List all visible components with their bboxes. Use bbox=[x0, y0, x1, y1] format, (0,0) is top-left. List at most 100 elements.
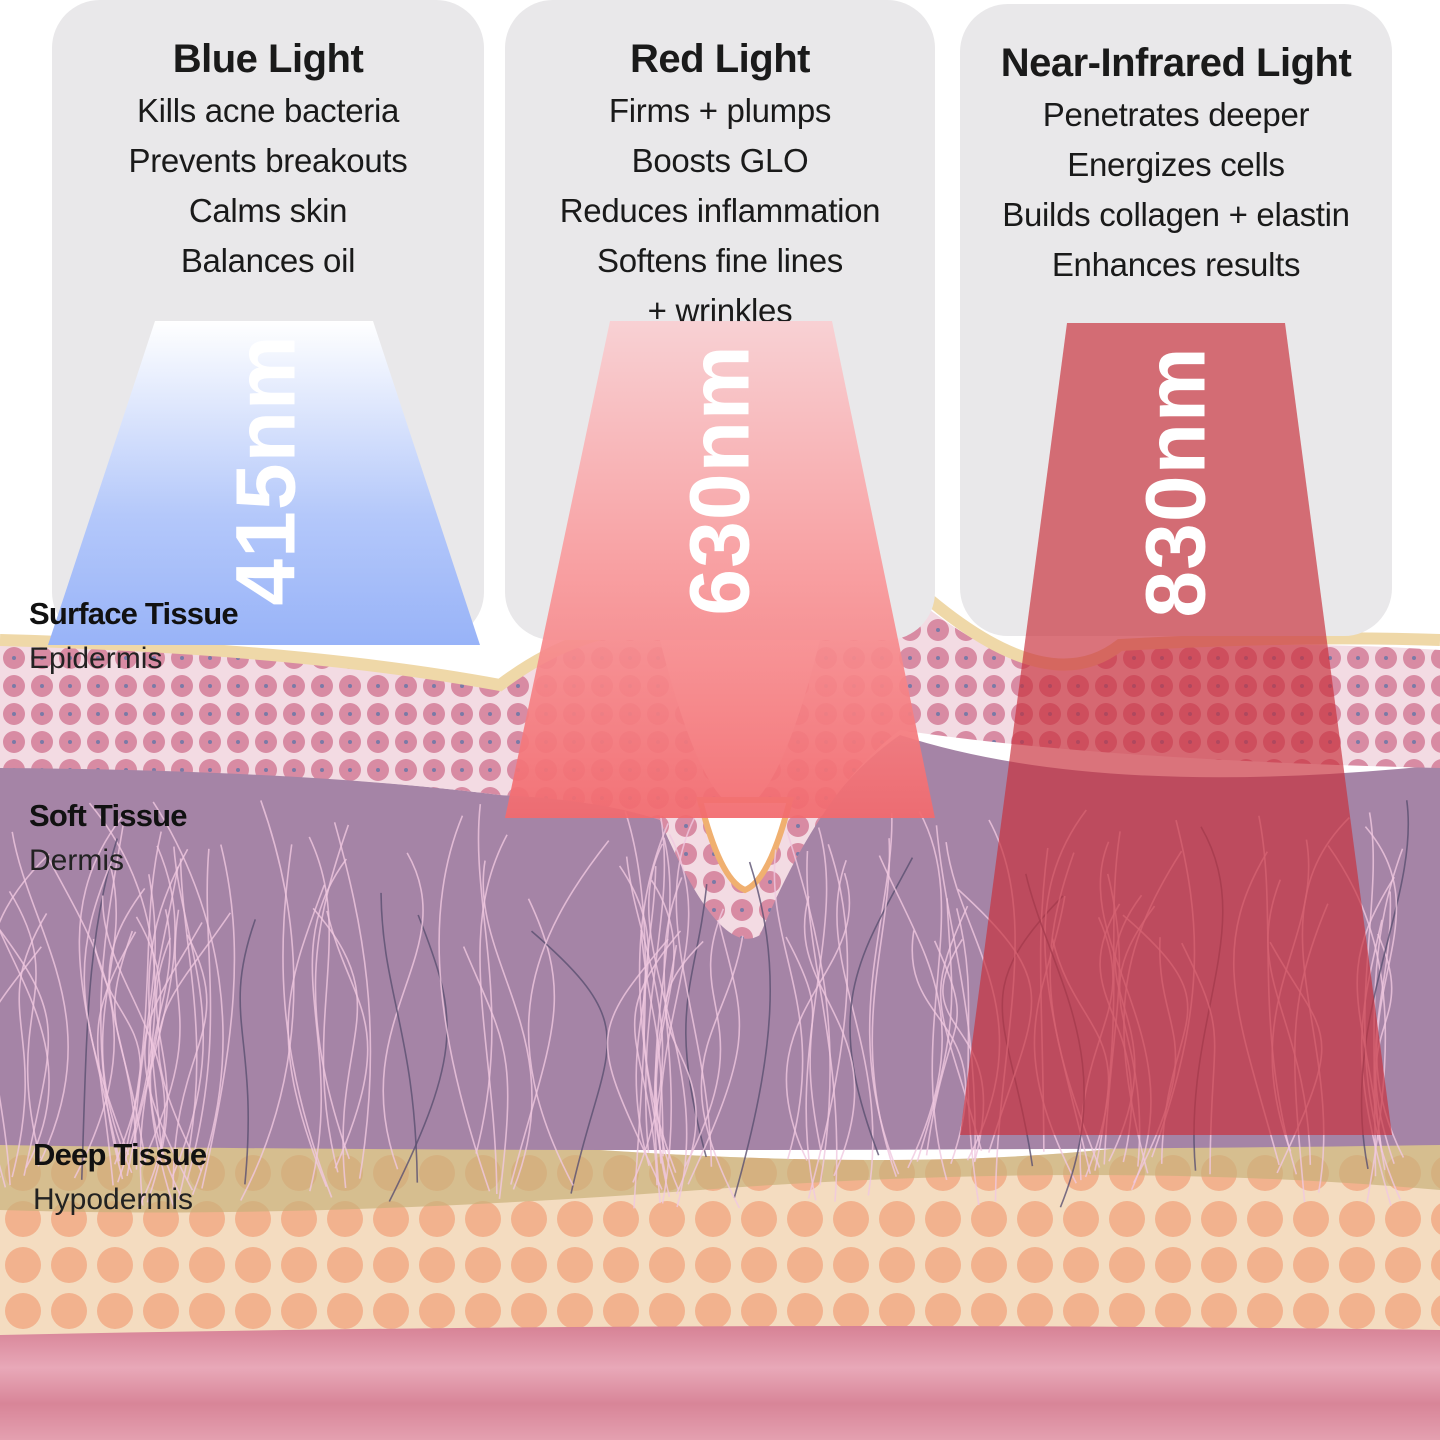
fiber bbox=[308, 836, 339, 1173]
muscle-layer bbox=[0, 1320, 1440, 1440]
card-title: Red Light bbox=[630, 37, 810, 81]
fiber bbox=[135, 916, 162, 1206]
fiber bbox=[803, 896, 856, 1177]
fiber bbox=[849, 857, 914, 1156]
fiber bbox=[624, 811, 647, 1209]
fiber bbox=[700, 935, 744, 1209]
benefit: Boosts GLO bbox=[631, 142, 809, 179]
benefit: Balances oil bbox=[180, 242, 356, 279]
fiber bbox=[438, 815, 491, 1192]
fiber bbox=[177, 858, 198, 1200]
layer-sub: Epidermis bbox=[29, 642, 163, 675]
fiber bbox=[83, 852, 130, 1156]
benefit: Penetrates deeper bbox=[1042, 96, 1310, 133]
fiber bbox=[664, 940, 704, 1195]
fiber bbox=[527, 840, 610, 1186]
fiber bbox=[146, 937, 172, 1203]
fiber bbox=[633, 930, 682, 1186]
fiber bbox=[132, 874, 156, 1152]
fiber bbox=[0, 946, 42, 1188]
fiber bbox=[239, 919, 257, 1185]
fiber bbox=[479, 834, 508, 1194]
fiber bbox=[309, 858, 347, 1192]
fiber bbox=[148, 848, 189, 1157]
fiber bbox=[733, 861, 772, 1199]
fiber bbox=[916, 898, 953, 1162]
fiber bbox=[99, 824, 125, 1180]
fiber bbox=[650, 879, 680, 1191]
benefit: Builds collagen + elastin bbox=[1002, 196, 1350, 233]
fiber bbox=[482, 860, 533, 1190]
fiber bbox=[687, 922, 741, 1185]
wrinkle bbox=[696, 797, 794, 894]
benefit: Calms skin bbox=[188, 192, 348, 229]
fiber bbox=[314, 824, 351, 1160]
fiber bbox=[388, 914, 448, 1202]
fiber bbox=[925, 940, 958, 1156]
soft-tissue-label: Soft Tissue Dermis bbox=[29, 796, 188, 886]
fiber bbox=[807, 844, 849, 1199]
fiber bbox=[172, 934, 208, 1190]
fiber bbox=[475, 804, 493, 1154]
layer-name: Soft Tissue bbox=[29, 798, 188, 833]
fiber bbox=[186, 848, 212, 1181]
fiber bbox=[640, 929, 664, 1157]
fiber bbox=[11, 913, 48, 1178]
fiber bbox=[201, 844, 236, 1189]
fiber bbox=[333, 822, 372, 1179]
fiber bbox=[171, 846, 205, 1177]
fiber bbox=[625, 856, 664, 1183]
fiber bbox=[805, 827, 828, 1201]
layer-name: Deep Tissue bbox=[33, 1137, 207, 1172]
fiber bbox=[806, 850, 838, 1202]
fiber bbox=[312, 907, 359, 1189]
wavelength-630: 630nm bbox=[672, 344, 767, 616]
layer-name: Surface Tissue bbox=[29, 596, 239, 631]
benefit: Prevents breakouts bbox=[128, 142, 408, 179]
fiber bbox=[101, 895, 166, 1209]
fiber bbox=[786, 832, 831, 1186]
fiber bbox=[123, 831, 162, 1159]
benefit: Reduces inflammation bbox=[559, 192, 881, 229]
fiber bbox=[684, 908, 725, 1167]
benefit: Energizes cells bbox=[1067, 146, 1285, 183]
fiber bbox=[654, 837, 671, 1198]
card-title: Blue Light bbox=[172, 37, 364, 81]
fiber bbox=[0, 928, 50, 1176]
benefit: Enhances results bbox=[1051, 246, 1301, 283]
benefit: Firms + plumps bbox=[608, 92, 832, 129]
fiber bbox=[606, 938, 669, 1190]
fiber bbox=[108, 887, 146, 1170]
fiber bbox=[144, 922, 203, 1191]
fiber bbox=[101, 866, 133, 1174]
fiber bbox=[382, 852, 424, 1170]
fiber bbox=[685, 884, 708, 1158]
fiber bbox=[647, 843, 688, 1208]
fiber bbox=[380, 892, 419, 1183]
fiber bbox=[510, 898, 556, 1185]
fiber bbox=[287, 884, 328, 1187]
wavelength-830: 830nm bbox=[1128, 346, 1223, 618]
fiber bbox=[462, 946, 509, 1199]
benefit: Kills acne bacteria bbox=[136, 92, 400, 129]
fiber bbox=[871, 838, 898, 1177]
card-title: Near-Infrared Light bbox=[1000, 41, 1352, 85]
fiber bbox=[0, 853, 50, 1186]
fiber bbox=[918, 811, 948, 1181]
benefit: Softens fine lines bbox=[597, 242, 843, 279]
deep-tissue-label: Deep Tissue Hypodermis bbox=[33, 1135, 207, 1225]
fiber bbox=[658, 834, 690, 1164]
fiber bbox=[140, 909, 181, 1167]
benefit: + wrinkles bbox=[647, 292, 793, 329]
fiber bbox=[113, 930, 147, 1164]
fiber bbox=[8, 890, 41, 1159]
fiber bbox=[878, 855, 943, 1169]
layer-sub: Dermis bbox=[29, 844, 124, 877]
fiber bbox=[80, 838, 118, 1180]
fiber bbox=[11, 831, 69, 1167]
fiber bbox=[0, 929, 50, 1169]
wavelength-415: 415nm bbox=[218, 334, 313, 606]
layer-sub: Hypodermis bbox=[33, 1183, 194, 1216]
fiber bbox=[773, 849, 804, 1160]
